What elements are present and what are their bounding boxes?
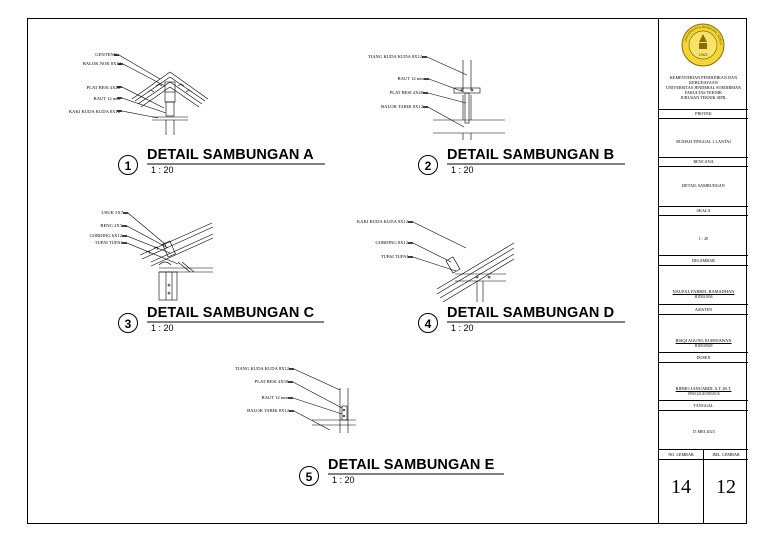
label-balok-tarik: BALOK TARIK 8X12	[247, 408, 289, 413]
tanggal-value: 15 MEI 2023	[692, 429, 715, 434]
label-tiang-kuda-kuda: TIANG KUDA KUDA 8X12	[235, 366, 289, 371]
jml-lembar-label: JML. LEMBAR	[712, 452, 740, 457]
label-plat-besi: PLAT BESI 4X50	[254, 379, 288, 384]
no-lembar-label: NO. LEMBAR	[668, 452, 694, 457]
digambar-name: NAUFAL FARREL RAMADHAN	[672, 289, 735, 294]
jml-lembar-value: 12	[716, 476, 736, 498]
label-usuk: USUK 5X7	[101, 210, 123, 215]
dosen-block: RIDHO JANUARDI, S.T.,M.T. 19910121201903…	[659, 386, 748, 397]
detail-title-d: DETAIL SAMBUNGAN D	[447, 305, 615, 321]
label-balok-tarik: BALOK TARIK 8X12	[381, 104, 423, 109]
institution-line-4: FAKULTAS TEKNIK	[684, 90, 723, 95]
label-tiang-kuda-kuda: TIANG KUDA KUDA 8X12	[368, 54, 422, 59]
asisten-block: RISQI AGUNG KURNIAWAN H1D019049	[659, 338, 748, 349]
institution-line-1: KEMENTERIAN PENDIDIKAN DAN	[669, 75, 738, 80]
label-plat-besi: PLAT BESI 4X40	[389, 90, 423, 95]
detail-title-e: DETAIL SAMBUNGAN E	[328, 457, 495, 473]
detail-scale-d: 1 : 20	[451, 323, 474, 333]
detail-title-c: DETAIL SAMBUNGAN C	[147, 305, 315, 321]
detail-scale-c: 1 : 20	[151, 323, 174, 333]
dosen-label: DOSEN	[696, 355, 711, 360]
proyek-label: PROYEK	[695, 111, 712, 116]
digambar-id: H1D021036	[694, 295, 713, 299]
skala-label: SKALA	[696, 208, 711, 213]
university-logo: UNIVERSITAS JENDERAL SOEDIRMAN 1963	[680, 22, 725, 67]
detail-number-4: 4	[418, 313, 438, 333]
no-lembar-value: 14	[671, 476, 691, 498]
detail-scale-b: 1 : 20	[451, 165, 474, 175]
detail-title-a: DETAIL SAMBUNGAN A	[147, 147, 314, 163]
detail-number-2: 2	[418, 155, 438, 175]
institution-line-2: KEBUDAYAAN	[689, 80, 718, 85]
label-kaki-kuda-kuda: KAKI KUDA KUDA 8X12	[356, 219, 408, 224]
label-genteng: GENTENG	[95, 52, 117, 57]
dosen-name: RIDHO JANUARDI, S.T.,M.T.	[675, 386, 732, 391]
asisten-id: H1D019049	[694, 344, 713, 348]
label-reng: RENG 2X3	[100, 223, 122, 228]
title-block: UNIVERSITAS JENDERAL SOEDIRMAN 1963 KEME…	[658, 18, 748, 524]
rencana-label: RENCANA	[693, 159, 714, 164]
detail-a-drawing	[114, 54, 209, 135]
asisten-label: ASISTEN	[694, 307, 713, 312]
institution-line-5: JURUSAN TEKNIK SIPIL	[680, 95, 727, 100]
drawing-sheet-border	[27, 18, 747, 524]
detail-number-1: 1	[118, 155, 138, 175]
asisten-name: RISQI AGUNG KURNIAWAN	[675, 338, 732, 343]
proyek-value: RUMAH TINGGAL 2 LANTAI	[676, 139, 731, 144]
detail-b-drawing	[422, 56, 505, 140]
digambar-block: NAUFAL FARREL RAMADHAN H1D021036	[659, 289, 748, 300]
dosen-id: 199101212019031016	[687, 392, 720, 396]
label-baut: BAUT 12 mm	[93, 96, 120, 101]
tanggal-label: TANGGAL	[693, 403, 714, 408]
label-tupai-tupai: TUPAI TUPAI	[380, 254, 408, 259]
detail-number-5: 5	[299, 466, 319, 486]
institution-block: KEMENTERIAN PENDIDIKAN DAN KEBUDAYAAN UN…	[659, 75, 748, 100]
label-tupai-tupai: TUPAI TUPAI	[94, 240, 122, 245]
label-balok-nok: BALOK NOK 8X12	[82, 61, 121, 66]
detail-scale-a: 1 : 20	[151, 165, 174, 175]
label-gording: GORDING 8X12	[375, 240, 408, 245]
detail-c-drawing	[122, 212, 214, 301]
skala-value: 1 : 20	[698, 236, 709, 241]
digambar-label: DIGAMBAR	[692, 258, 715, 263]
detail-number-3: 3	[118, 313, 138, 333]
label-gording: GORDING 6X12	[89, 233, 122, 238]
institution-line-3: UNIVERSITAS JENDERAL SOEDIRMAN	[665, 85, 742, 90]
detail-title-b: DETAIL SAMBUNGAN B	[447, 147, 615, 163]
detail-d-drawing	[408, 221, 515, 303]
rencana-value: DETAIL SAMBUNGAN	[682, 183, 725, 188]
detail-e-drawing	[288, 368, 356, 433]
logo-year: 1963	[699, 52, 709, 57]
detail-scale-e: 1 : 20	[332, 475, 355, 485]
label-kaki-kuda-kuda: KAKI KUDA KUDA 8X12	[68, 109, 120, 114]
label-baut: BAUT 12 mm	[261, 395, 288, 400]
label-plat-besi: PLAT BESI 4X40	[86, 85, 120, 90]
label-baut: BAUT 12 mm	[397, 76, 424, 81]
